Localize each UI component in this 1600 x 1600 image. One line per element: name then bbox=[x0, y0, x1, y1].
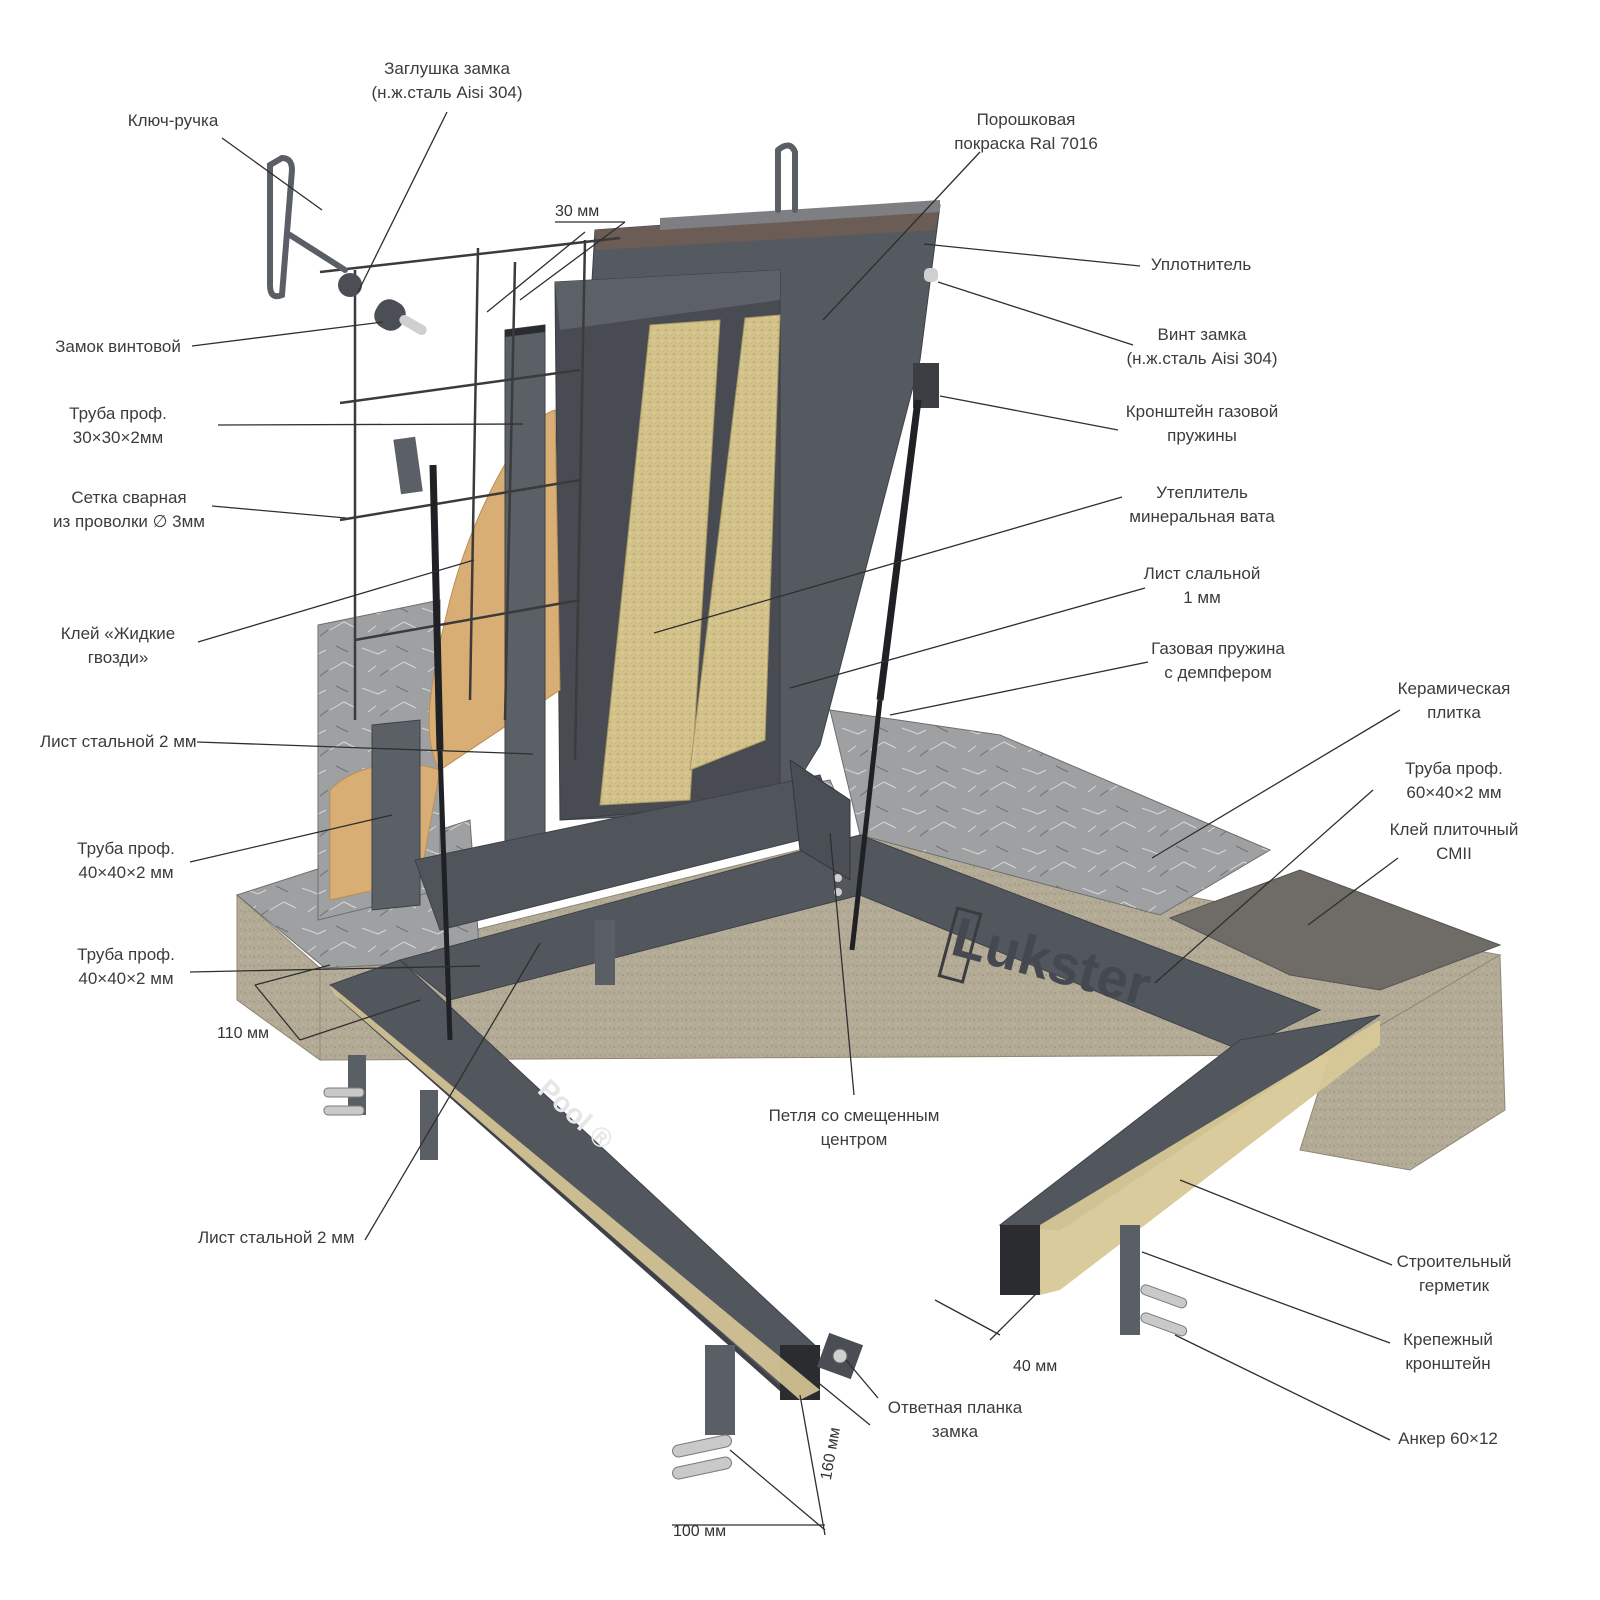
screw-lock-shape bbox=[374, 299, 427, 335]
label-tube-30: Труба проф. 30×30×2мм bbox=[69, 404, 167, 447]
label-gas-spring: Газовая пружина с демпфером bbox=[1151, 639, 1285, 682]
hatch-lid bbox=[329, 200, 941, 931]
label-welded-mesh: Сетка сварная из проволки ∅ 3мм bbox=[53, 488, 205, 531]
label-strike-plate: Ответная планка замка bbox=[887, 1398, 1023, 1441]
anchor-bolts bbox=[323, 1087, 1188, 1480]
dimension-lines bbox=[254, 221, 1041, 1536]
label-lock-screw: Винт замка (н.ж.сталь Aisi 304) bbox=[1126, 325, 1278, 368]
label-steel-sheet-2mm-bottom: Лист стальной 2 мм bbox=[198, 1228, 355, 1247]
dim-110mm: 110 мм bbox=[217, 1025, 269, 1042]
label-tile-glue: Клей плиточный СМII bbox=[1389, 820, 1519, 863]
label-sealant: Строительный герметик bbox=[1396, 1252, 1512, 1295]
dim-100mm: 100 мм bbox=[673, 1523, 727, 1540]
label-liquid-nails: Клей «Жидкие гвозди» bbox=[60, 624, 176, 667]
lock-cap-shape bbox=[338, 273, 362, 297]
label-lock-cap: Заглушка замка (н.ж.сталь Aisi 304) bbox=[371, 59, 523, 102]
frame-tubes bbox=[329, 834, 1381, 1400]
label-insulation: Утеплитель минеральная вата bbox=[1129, 483, 1275, 526]
label-anchor: Анкер 60×12 bbox=[1398, 1429, 1498, 1448]
label-seal: Уплотнитель bbox=[1150, 255, 1252, 274]
dim-40mm: 40 мм bbox=[1013, 1358, 1058, 1375]
key-handle bbox=[267, 142, 798, 300]
mounting-brackets bbox=[323, 920, 1188, 1480]
label-steel-sheet-2mm-top: Лист стальной 2 мм bbox=[40, 732, 197, 751]
label-gas-spring-bracket: Кронштейн газовой пружины bbox=[1125, 402, 1279, 445]
lock-screw-shape bbox=[924, 268, 938, 282]
label-mounting-bracket: Крепежный кронштейн bbox=[1403, 1330, 1493, 1373]
label-screw-lock: Замок винтовой bbox=[55, 337, 181, 356]
label-hinge: Петля со смещенным центром bbox=[768, 1106, 940, 1149]
callout-lines bbox=[189, 111, 1401, 1441]
label-key-handle: Ключ-ручка bbox=[127, 111, 219, 130]
label-tube-40-b: Труба проф. 40×40×2 мм bbox=[77, 945, 175, 988]
label-tube-40-a: Труба проф. 40×40×2 мм bbox=[77, 839, 175, 882]
dim-30mm: 30 мм bbox=[555, 203, 600, 220]
label-tube-60: Труба проф. 60×40×2 мм bbox=[1405, 759, 1503, 802]
label-powder-paint: Порошковая покраска Ral 7016 bbox=[954, 110, 1098, 153]
label-steel-sheet-1mm: Лист слальной 1 мм bbox=[1143, 564, 1261, 607]
gas-springs bbox=[393, 363, 939, 1041]
label-ceramic-tile: Керамическая плитка bbox=[1397, 679, 1511, 722]
